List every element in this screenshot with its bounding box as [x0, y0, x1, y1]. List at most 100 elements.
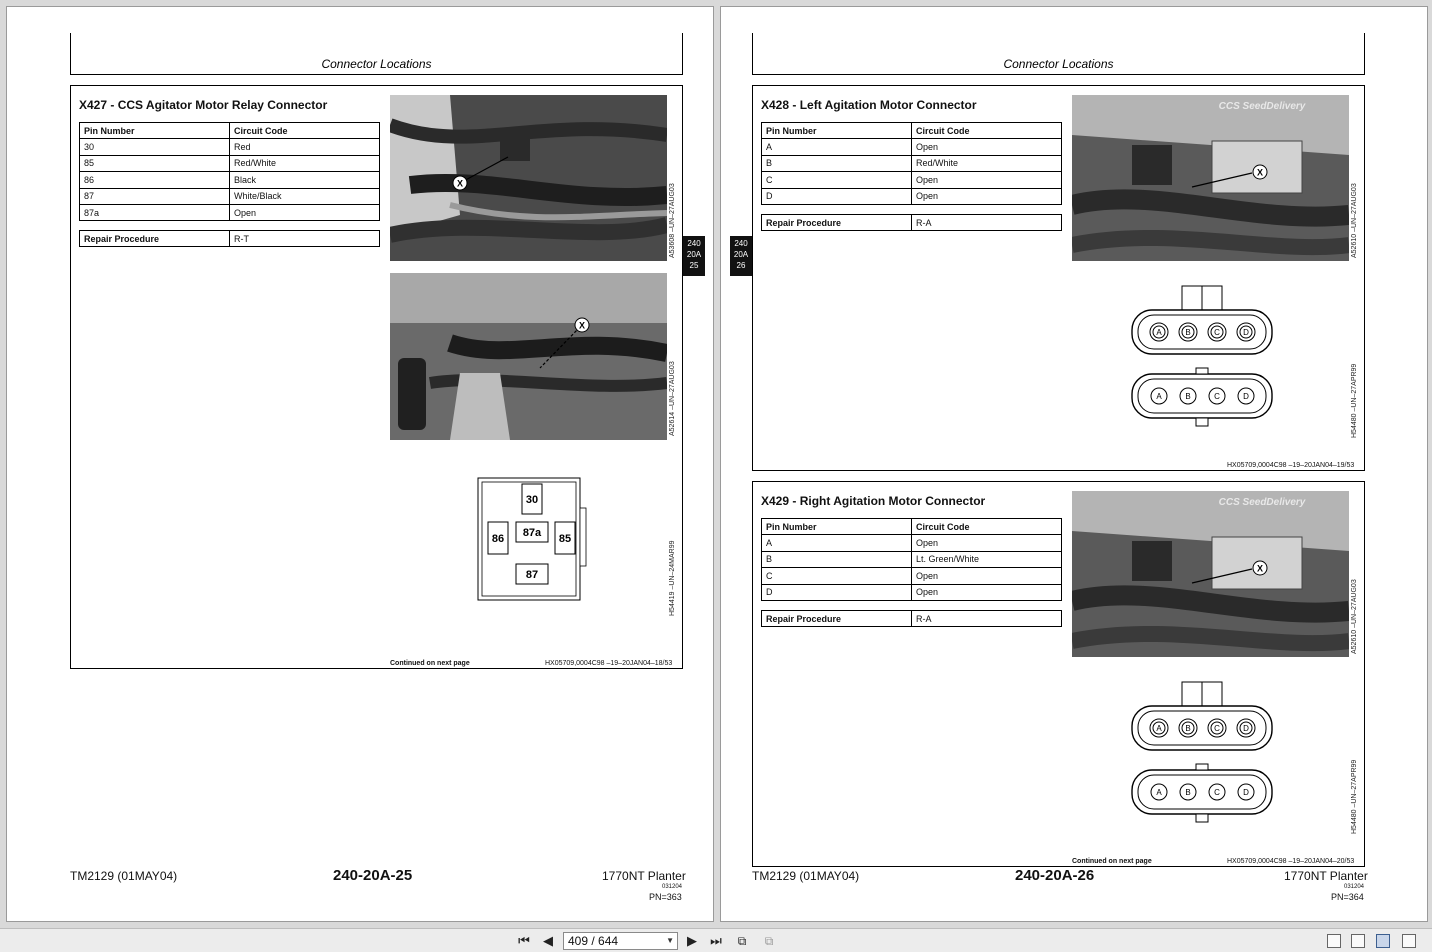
- pin-cell: 86: [79, 171, 230, 189]
- circuit-cell: Red/White: [229, 154, 380, 173]
- photo-marker-x: X: [457, 179, 463, 189]
- footer-product: 1770NT Planter: [1284, 869, 1368, 883]
- table-header-row: Pin Number Circuit Code: [761, 517, 1062, 536]
- prev-page-icon[interactable]: ◀: [543, 933, 553, 948]
- photo-id-1: A53608 –UN–27AUG03: [669, 183, 676, 258]
- facing-icon[interactable]: [1376, 934, 1390, 948]
- pin-label-d: D: [1243, 788, 1249, 797]
- relay-pin-86: 86: [492, 533, 504, 545]
- photo-marker-x: X: [1257, 168, 1263, 178]
- pin-label-b: B: [1185, 392, 1190, 401]
- pin-label-d: D: [1243, 724, 1249, 733]
- pin-cell: 85: [79, 154, 230, 173]
- photo-id: H54480 –UN–27APR99: [1351, 363, 1358, 438]
- pin-cell: D: [761, 583, 912, 601]
- pin-cell: B: [761, 550, 912, 569]
- pin-label-a: A: [1156, 788, 1162, 797]
- mating-face-pins: A B C D: [1149, 322, 1256, 342]
- section-title: X428 - Left Agitation Motor Connector: [761, 98, 977, 112]
- repair-label: Repair Procedure: [761, 609, 912, 628]
- pin-cell: C: [761, 171, 912, 189]
- continuous-facing-icon[interactable]: [1402, 934, 1416, 948]
- photo-id: A52610 –UN–27AUG03: [1351, 183, 1358, 258]
- pin-label-d: D: [1243, 328, 1249, 337]
- pin-label-b: B: [1185, 724, 1190, 733]
- connector-pin-diagram: A B C D A B C: [1131, 285, 1273, 427]
- wire-side-pins: A B C D: [1150, 783, 1255, 801]
- page-indicator-text: 409 / 644: [568, 934, 619, 948]
- pin-number-header: Pin Number: [761, 121, 912, 140]
- footer-page-number: 240-20A-25: [333, 867, 413, 884]
- photo-id: H54480 –UN–27APR99: [1351, 759, 1358, 834]
- repair-table: Repair Procedure R-A: [761, 609, 1062, 628]
- last-page-icon[interactable]: ⏭: [710, 933, 722, 948]
- pin-label-a: A: [1156, 392, 1162, 401]
- reference-code: HX05709,0004C98 –19–20JAN04–19/53: [1227, 462, 1355, 469]
- page-left: Connector Locations X427 - CCS Agitator …: [6, 6, 714, 922]
- single-page-icon[interactable]: [1327, 934, 1341, 948]
- footer-pn: PN=364: [1331, 892, 1364, 902]
- pin-number-header: Pin Number: [761, 517, 912, 536]
- continuous-icon[interactable]: [1351, 934, 1365, 948]
- section-title: X429 - Right Agitation Motor Connector: [761, 494, 986, 508]
- tab-line: 26: [736, 261, 746, 270]
- repair-row: Repair Procedure R-T: [79, 229, 380, 248]
- section-x429: X429 - Right Agitation Motor Connector P…: [752, 481, 1365, 867]
- repair-code: R-A: [911, 609, 1062, 628]
- pin-cell: 87a: [79, 203, 230, 222]
- page-header-title: Connector Locations: [321, 57, 432, 71]
- wiring-photo-image: X: [390, 273, 667, 440]
- pin-cell: C: [761, 567, 912, 585]
- repair-table: Repair Procedure R-T: [79, 229, 380, 248]
- pin-label-c: C: [1214, 724, 1220, 733]
- circuit-cell: Red: [229, 138, 380, 156]
- section-x427: X427 - CCS Agitator Motor Relay Connecto…: [70, 85, 683, 669]
- table-header-row: Pin Number Circuit Code: [79, 121, 380, 140]
- pin-cell: A: [761, 138, 912, 156]
- footer-code: 031204: [662, 884, 683, 890]
- page-right: Connector Locations X428 - Left Agitatio…: [720, 6, 1428, 922]
- footer-page-number: 240-20A-26: [1015, 867, 1095, 884]
- pin-label-c: C: [1214, 392, 1220, 401]
- photo-marker-x: X: [579, 321, 585, 331]
- continued-note: Continued on next page: [390, 660, 470, 667]
- circuit-cell: Open: [911, 534, 1062, 552]
- footer-pn: PN=363: [649, 892, 682, 902]
- mating-face-pins: A B C D: [1149, 718, 1256, 738]
- chevron-down-icon[interactable]: ▼: [666, 936, 674, 945]
- first-page-icon[interactable]: ⏮: [518, 933, 530, 948]
- pin-cell: 87: [79, 187, 230, 205]
- circuit-cell: Open: [911, 171, 1062, 189]
- page-header-title: Connector Locations: [1003, 57, 1114, 71]
- relay-pin-87: 87: [526, 569, 538, 581]
- repair-table: Repair Procedure R-A: [761, 213, 1062, 232]
- pin-label-a: A: [1156, 724, 1162, 733]
- footer-code: 031204: [1344, 884, 1365, 890]
- document-viewer: Connector Locations X427 - CCS Agitator …: [0, 0, 1432, 928]
- relay-pin-diagram: 30 86 87a 85 87: [477, 477, 587, 601]
- section-tab: 240 20A 26: [730, 236, 752, 276]
- circuit-cell: Black: [229, 171, 380, 189]
- footer-doc-id: TM2129 (01MAY04): [70, 869, 178, 883]
- next-page-icon[interactable]: ▶: [687, 933, 697, 948]
- connector-photo-1: X: [390, 95, 667, 261]
- repair-code: R-A: [911, 213, 1062, 232]
- connector-photo: CCS SeedDelivery X: [1072, 95, 1349, 261]
- page-number-input[interactable]: 409 / 644 ▼: [563, 932, 678, 950]
- pin-cell: 30: [79, 138, 230, 156]
- tab-line: 240: [687, 239, 701, 248]
- circuit-cell: Open: [911, 583, 1062, 601]
- next-view-icon[interactable]: ⧉: [764, 934, 774, 948]
- previous-view-icon[interactable]: ⧉: [737, 934, 747, 948]
- circuit-cell: Open: [911, 187, 1062, 205]
